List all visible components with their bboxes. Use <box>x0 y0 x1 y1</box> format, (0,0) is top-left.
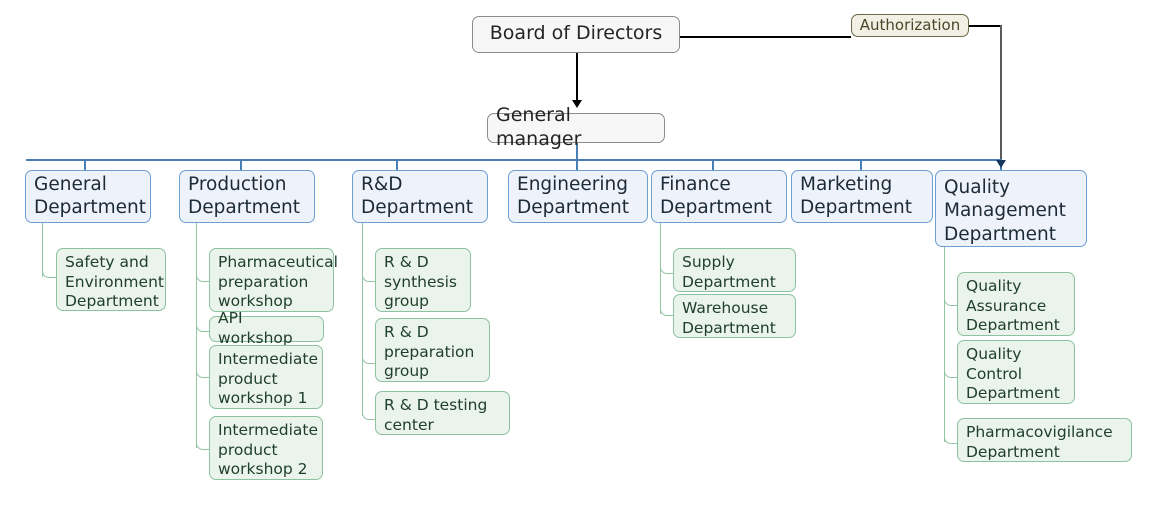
arrow-board-to-manager <box>572 100 582 108</box>
connector-department-bus <box>26 159 1001 161</box>
node-sub-intermediate-product-workshop-1[interactable]: Intermediate product workshop 1 <box>209 345 323 409</box>
node-department-general[interactable]: General Department <box>25 170 151 223</box>
node-general-manager[interactable]: General manager <box>487 104 665 150</box>
trunk-production <box>196 222 198 448</box>
node-sub-rnd-preparation-group[interactable]: R & D preparation group <box>375 318 490 382</box>
connector-authorization-down <box>1000 25 1002 168</box>
node-sub-pharmaceutical-preparation-workshop[interactable]: Pharmaceutical preparation workshop <box>209 248 338 312</box>
connector-drop-finance <box>712 159 714 172</box>
elbow-production-3 <box>196 362 214 378</box>
node-department-marketing[interactable]: Marketing Department <box>791 170 933 223</box>
connector-board-to-manager <box>576 53 578 103</box>
elbow-quality-2 <box>944 362 962 378</box>
connector-drop-marketing <box>860 159 862 172</box>
node-sub-rnd-synthesis-group[interactable]: R & D synthesis group <box>375 248 471 312</box>
connector-board-to-authorization <box>678 36 851 38</box>
elbow-quality-3 <box>944 428 962 444</box>
node-authorization[interactable]: Authorization <box>851 14 969 37</box>
node-board-of-directors[interactable]: Board of Directors <box>472 16 680 53</box>
connector-drop-production <box>240 159 242 172</box>
node-sub-pharmacovigilance-department[interactable]: Pharmacovigilance Department <box>957 418 1132 462</box>
connector-drop-engineering <box>576 159 578 172</box>
elbow-production-4 <box>196 434 214 450</box>
node-sub-intermediate-product-workshop-2[interactable]: Intermediate product workshop 2 <box>209 416 323 480</box>
connector-authorization-right <box>968 25 1001 27</box>
elbow-rnd-2 <box>362 348 380 364</box>
elbow-rnd-3 <box>362 404 380 420</box>
node-department-quality-management[interactable]: Quality Management Department <box>935 170 1087 247</box>
connector-drop-general <box>84 159 86 172</box>
trunk-rnd <box>362 222 364 416</box>
arrow-authorization-to-quality <box>996 160 1006 168</box>
connector-manager-down <box>576 142 578 160</box>
node-sub-warehouse-department[interactable]: Warehouse Department <box>673 294 796 338</box>
elbow-rnd-1 <box>362 266 380 282</box>
node-sub-safety-environment[interactable]: Safety and Environment Department <box>56 248 166 311</box>
node-sub-quality-assurance-department[interactable]: Quality Assurance Department <box>957 272 1075 336</box>
node-department-finance[interactable]: Finance Department <box>651 170 787 223</box>
node-sub-api-workshop[interactable]: API workshop <box>209 309 324 347</box>
node-department-production[interactable]: Production Department <box>179 170 315 223</box>
node-department-engineering[interactable]: Engineering Department <box>508 170 648 223</box>
connector-drop-rnd <box>396 159 398 172</box>
elbow-general-1 <box>42 262 60 278</box>
node-sub-supply-department[interactable]: Supply Department <box>673 248 796 292</box>
node-sub-rnd-testing-center[interactable]: R & D testing center <box>375 391 510 435</box>
elbow-quality-1 <box>944 290 962 306</box>
trunk-general <box>42 222 44 277</box>
elbow-production-2 <box>196 316 214 332</box>
elbow-finance-2 <box>660 300 678 316</box>
elbow-finance-1 <box>660 258 678 274</box>
node-sub-quality-control-department[interactable]: Quality Control Department <box>957 340 1075 404</box>
node-department-rnd[interactable]: R&D Department <box>352 170 488 223</box>
elbow-production-1 <box>196 266 214 282</box>
trunk-quality <box>944 246 946 442</box>
